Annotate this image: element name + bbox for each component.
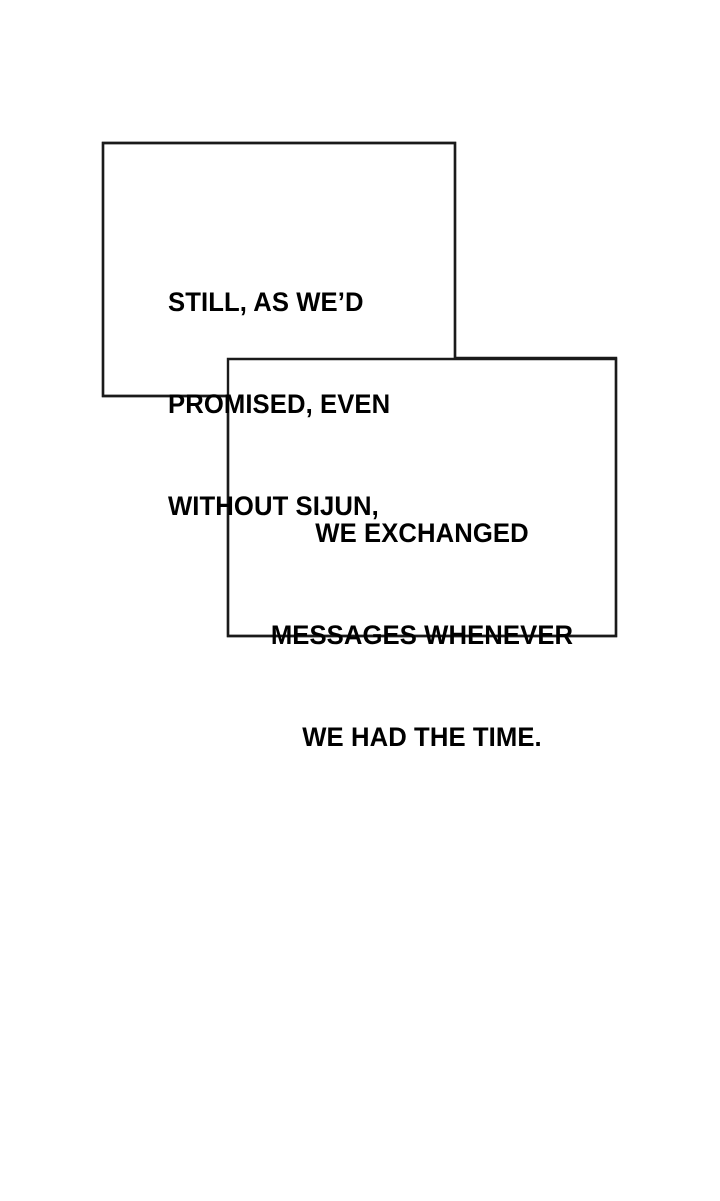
caption-lower-line-2: MESSAGES WHENEVER bbox=[270, 620, 574, 650]
caption-lower-line-3: WE HAD THE TIME. bbox=[302, 722, 542, 752]
caption-lower-panel: WE EXCHANGED MESSAGES WHENEVER WE HAD TH… bbox=[237, 448, 608, 822]
caption-upper-line-1: STILL, AS WE’D bbox=[168, 287, 364, 317]
caption-upper-line-3: WITHOUT SIJUN, bbox=[168, 491, 379, 521]
caption-upper-line-2: PROMISED, EVEN bbox=[168, 389, 391, 419]
caption-upper-panel: STILL, AS WE’D PROMISED, EVEN WITHOUT SI… bbox=[168, 217, 390, 591]
caption-lower-line-1: WE EXCHANGED bbox=[315, 518, 529, 548]
